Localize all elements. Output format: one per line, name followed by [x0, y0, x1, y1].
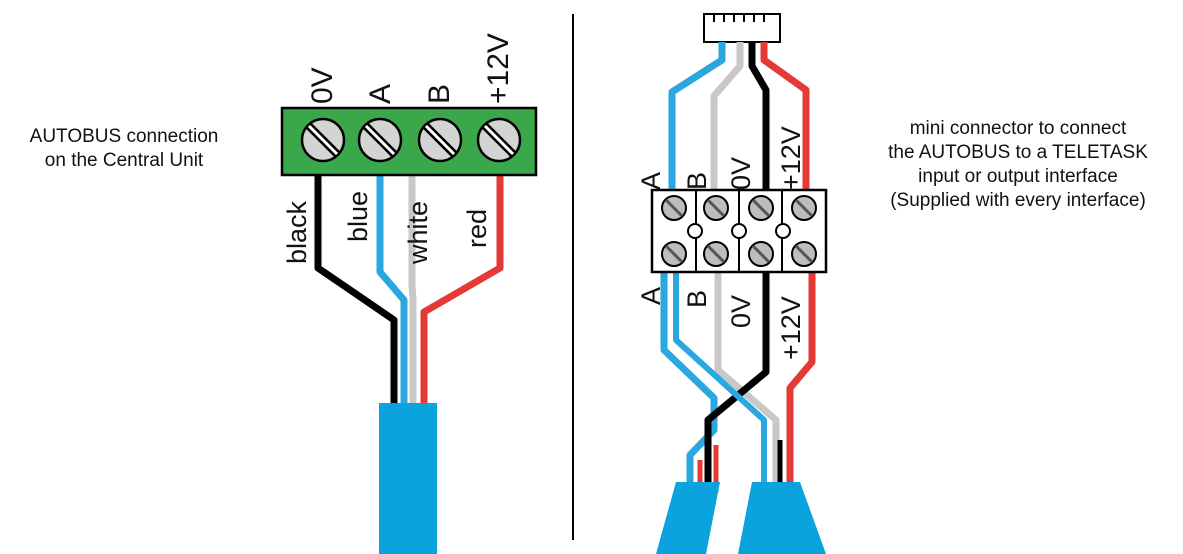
top-plug [703, 13, 781, 43]
lower-wire-blue-right [673, 265, 767, 492]
lower-wire-white [714, 265, 780, 492]
screw-0v [300, 117, 346, 163]
upper-wire-blue [668, 42, 726, 200]
cable-right [738, 482, 826, 554]
screw-12v [476, 117, 522, 163]
main-cable [379, 403, 437, 554]
upper-wire-white [710, 42, 744, 200]
wire-black [314, 175, 398, 412]
wire-red [420, 175, 504, 412]
wire-blue [376, 175, 408, 412]
upper-wires [668, 42, 810, 200]
lower-wire-red [786, 265, 816, 492]
upper-wire-black [748, 42, 770, 200]
cable-left [656, 482, 720, 554]
screw-b [417, 117, 463, 163]
lower-cables [656, 482, 826, 554]
upper-wire-red [760, 42, 810, 200]
lower-wires [660, 265, 816, 492]
mini-connector [650, 188, 828, 274]
screw-a [357, 117, 403, 163]
terminal-block [280, 106, 538, 177]
wire-white [408, 175, 417, 412]
central-unit-wires [314, 175, 504, 554]
